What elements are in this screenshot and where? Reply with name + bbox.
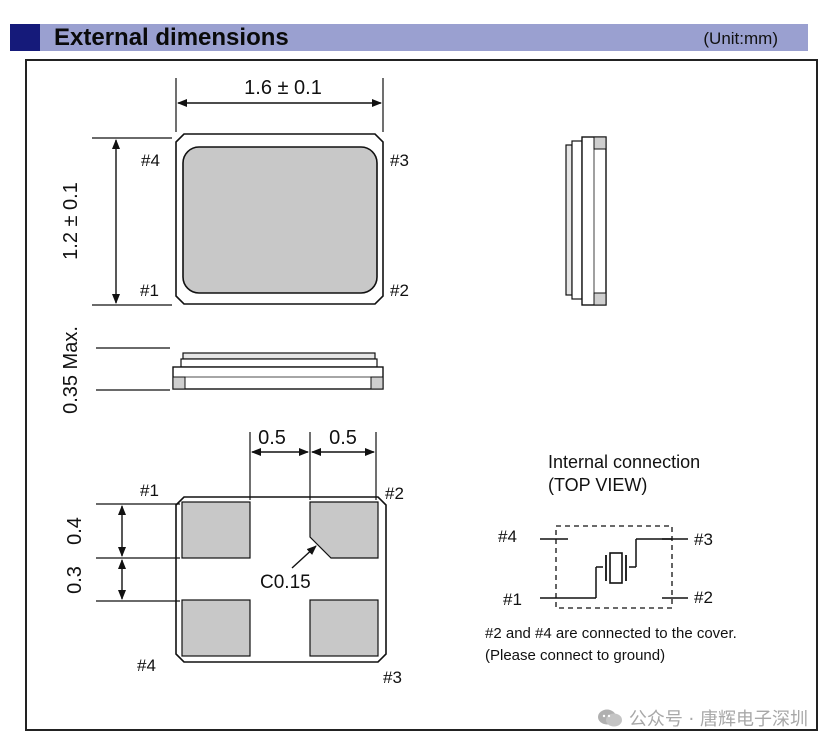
pad-1 — [181, 501, 251, 559]
header-accent-block — [10, 24, 40, 51]
width-dimension — [175, 78, 384, 132]
bottom-pin4-label: #4 — [137, 656, 156, 675]
pitch-dimension — [249, 432, 377, 500]
wechat-icon — [597, 709, 622, 727]
pad-2 — [309, 501, 379, 559]
pad-4 — [181, 599, 251, 657]
pad-3 — [309, 599, 379, 657]
internal-title: Internal connection — [548, 452, 700, 472]
pad-height-label: 0.4 — [64, 517, 86, 545]
pad-gap-label: 0.3 — [64, 566, 86, 594]
top-pin1-label: #1 — [140, 281, 159, 300]
pad-height-dimension — [96, 503, 180, 602]
watermark: 公众号 · 唐辉电子深圳 — [597, 705, 808, 731]
internal-note-1: #2 and #4 are connected to the cover. — [485, 625, 737, 642]
pitch-b-label: 0.5 — [329, 427, 357, 449]
top-pin4-label: #4 — [141, 151, 160, 170]
bottom-view — [175, 496, 387, 663]
internal-note-2: (Please connect to ground) — [485, 647, 665, 664]
unit-label: (Unit:mm) — [703, 29, 778, 48]
schematic-pin4-label: #4 — [498, 527, 517, 546]
bottom-pin2-label: #2 — [385, 484, 404, 503]
schematic-pin2-label: #2 — [694, 588, 713, 607]
pitch-a-label: 0.5 — [258, 427, 286, 449]
internal-schematic — [540, 525, 688, 609]
top-pin3-label: #3 — [390, 151, 409, 170]
section-header: External dimensions (Unit:mm) — [10, 24, 808, 51]
thickness-dimension — [96, 347, 170, 391]
schematic-pin3-label: #3 — [694, 530, 713, 549]
top-pin2-label: #2 — [390, 281, 409, 300]
schematic-pin1-label: #1 — [503, 590, 522, 609]
width-label: 1.6 ± 0.1 — [244, 77, 322, 99]
side-view — [565, 136, 607, 306]
chamfer-label: C0.15 — [260, 572, 311, 593]
drawing-frame — [25, 59, 818, 731]
bottom-pin3-label: #3 — [383, 668, 402, 687]
height-label: 1.2 ± 0.1 — [60, 182, 82, 260]
height-dimension — [92, 137, 172, 306]
chamfer-arrow — [291, 545, 317, 569]
top-view — [175, 133, 384, 305]
internal-subtitle: (TOP VIEW) — [548, 475, 647, 495]
bottom-pin1-label: #1 — [140, 481, 159, 500]
watermark-text: 公众号 · 唐辉电子深圳 — [628, 709, 808, 730]
section-title: External dimensions — [54, 24, 289, 51]
front-view — [172, 352, 384, 390]
thickness-label: 0.35 Max. — [60, 326, 82, 414]
